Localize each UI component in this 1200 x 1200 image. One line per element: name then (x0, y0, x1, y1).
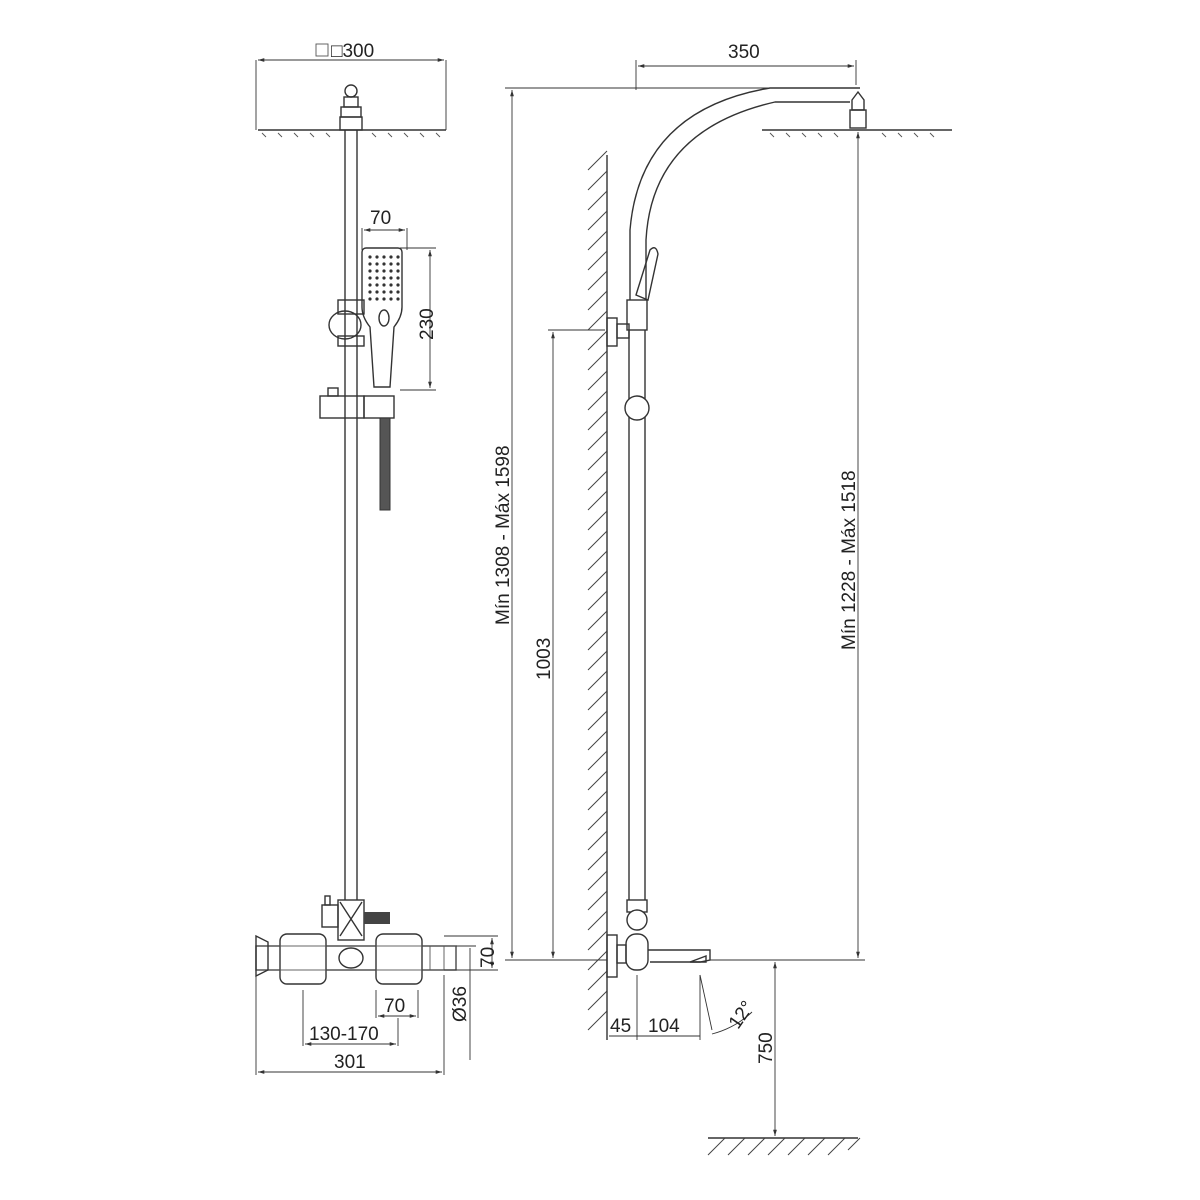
label-head-height: Mín 1228 - Máx 1518 (839, 470, 860, 650)
label-arm-reach: 350 (728, 42, 760, 63)
label-valve-height: 70 (478, 947, 499, 968)
label-inlet-spacing: 130-170 (309, 1024, 379, 1045)
label-bracket-height: 1003 (534, 638, 555, 680)
label-valve-width: 301 (334, 1052, 366, 1073)
wall-hatch (587, 150, 608, 1031)
label-head-size: □300 (331, 41, 374, 62)
label-spout-length: 104 (648, 1016, 680, 1037)
label-wall-offset: 45 (610, 1016, 631, 1037)
front-view (255, 43, 498, 1075)
hand-shower (361, 247, 403, 388)
label-total-height: Mín 1308 - Máx 1598 (493, 445, 514, 625)
side-view (505, 60, 952, 1156)
label-hand-shower-width: 70 (370, 208, 391, 229)
label-hand-shower-length: 230 (417, 308, 438, 340)
thermostatic-valve (255, 895, 457, 985)
rain-shower-head (258, 84, 446, 138)
label-inlet-diameter: Ø36 (450, 986, 471, 1022)
label-handle-width: 70 (384, 996, 405, 1017)
dim-head-size (255, 43, 447, 130)
label-spout-height: 750 (756, 1032, 777, 1064)
square-symbol-icon (315, 43, 329, 57)
